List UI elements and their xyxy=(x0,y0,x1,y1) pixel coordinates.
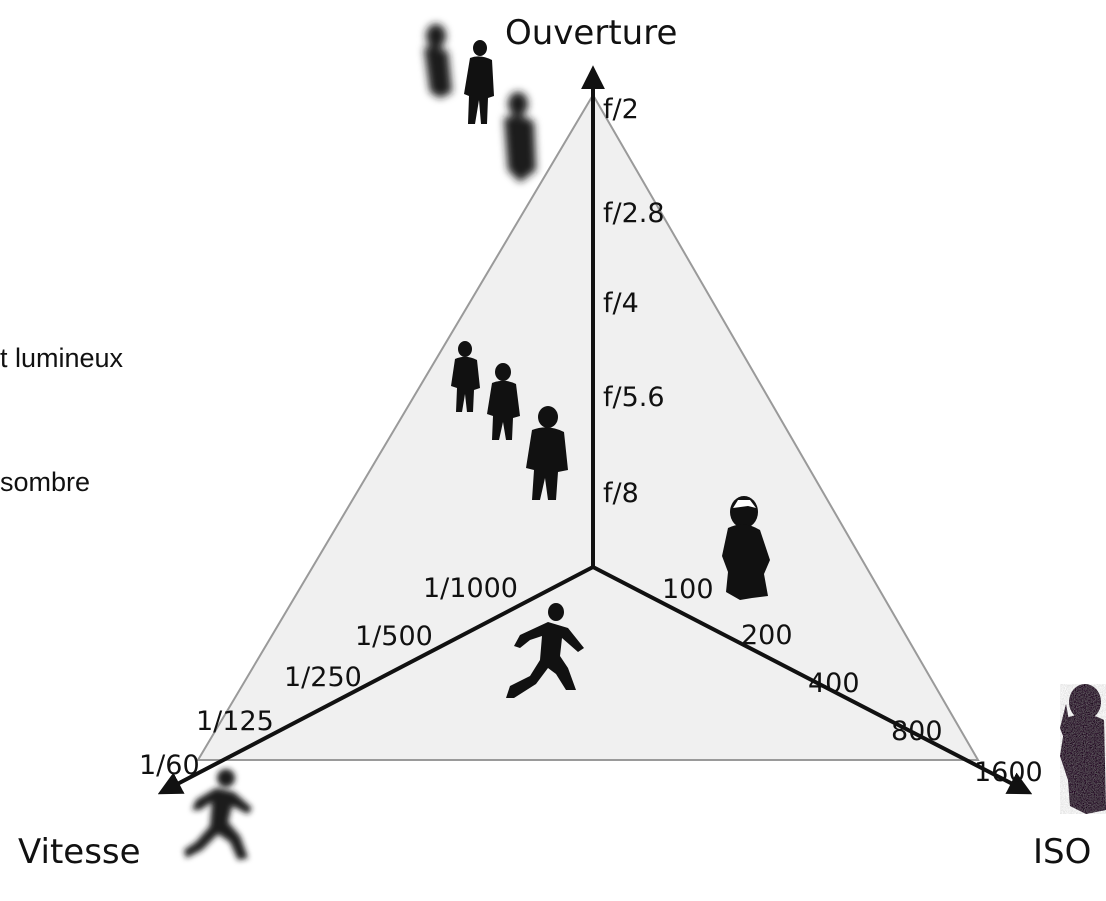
iso-tick-label: 800 xyxy=(891,716,943,747)
speed-tick-label: 1/1000 xyxy=(423,573,518,604)
aperture-axis-title: Ouverture xyxy=(505,13,677,53)
aperture-tick-label: f/4 xyxy=(603,288,639,319)
exposure-triangle xyxy=(196,93,980,761)
portrait-icon xyxy=(722,496,770,600)
speed-tick-label: 1/125 xyxy=(196,706,274,737)
sharp-walkers-icon xyxy=(451,341,568,500)
iso-tick-label: 200 xyxy=(741,620,793,651)
caption-sombre: sombre xyxy=(0,467,90,497)
speed-axis xyxy=(157,565,594,795)
speed-tick-label: 1/60 xyxy=(139,750,200,781)
runner-icon xyxy=(506,603,584,698)
speed-tick-label: 1/250 xyxy=(284,662,362,693)
iso-tick-label: 400 xyxy=(808,668,860,699)
speed-tick-label: 1/500 xyxy=(355,621,433,652)
iso-tick-label: 100 xyxy=(662,574,714,605)
iso-axis-title: ISO xyxy=(1033,832,1091,872)
aperture-tick-label: f/2 xyxy=(603,94,639,125)
iso-axis xyxy=(592,565,1033,795)
noisy-portrait-icon xyxy=(1060,684,1106,814)
aperture-tick-label: f/2.8 xyxy=(603,198,665,229)
blurred-runner-icon xyxy=(184,769,252,860)
blurred-walkers-icon xyxy=(424,24,536,182)
aperture-tick-label: f/8 xyxy=(603,478,639,509)
speed-axis-title: Vitesse xyxy=(18,832,141,872)
aperture-tick-label: f/5.6 xyxy=(603,382,665,413)
iso-tick-label: 1600 xyxy=(974,757,1043,788)
caption-lumineux: t lumineux xyxy=(0,343,124,373)
